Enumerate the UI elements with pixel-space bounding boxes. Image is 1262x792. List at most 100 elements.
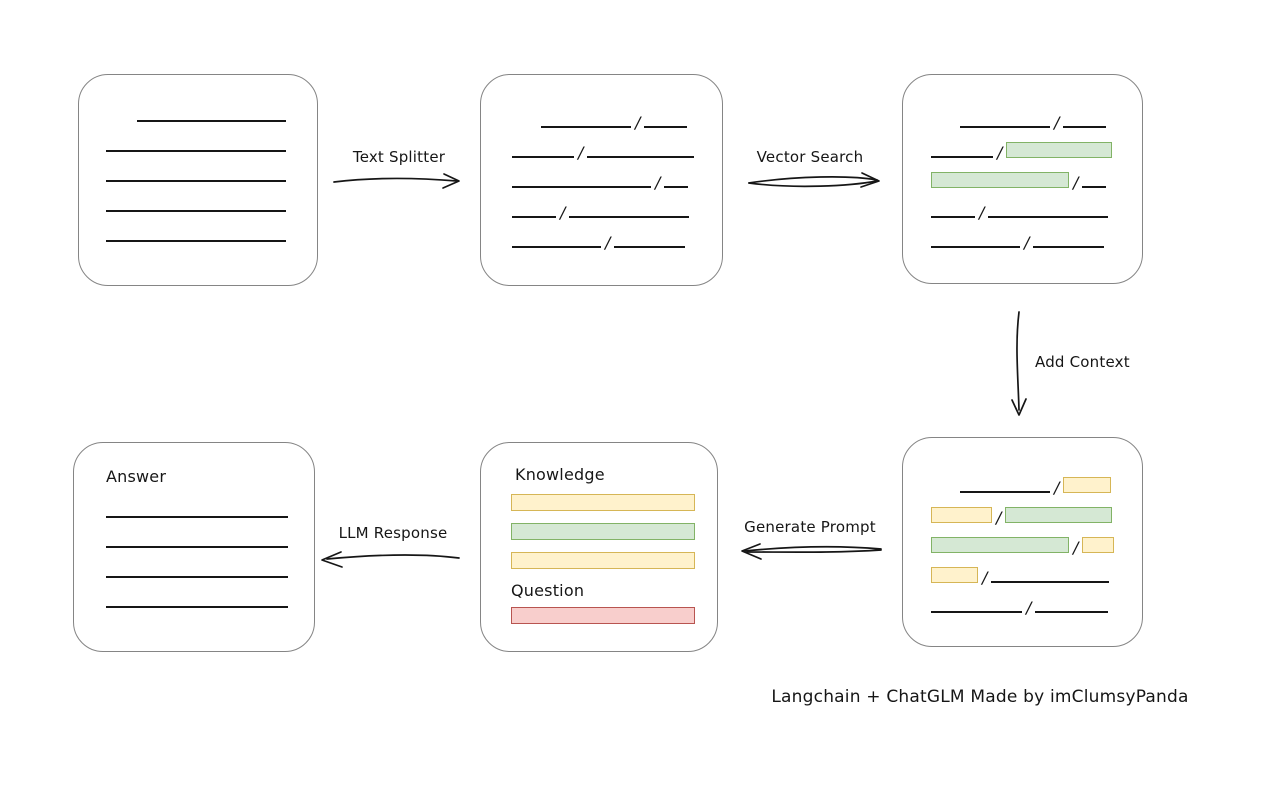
chunk-yellow [1082,537,1115,553]
prompt-box: Knowledge Question [480,442,718,652]
answer-lines [106,486,314,608]
slash-separator: / [578,143,584,162]
vector-search-label: Vector Search [756,148,864,166]
chunk-yellow [931,567,978,583]
yellow-bar [511,552,695,569]
chunk-yellow [1063,477,1112,493]
text-line-segment [1082,186,1107,188]
text-line [106,180,286,182]
chunk-row: / [931,506,1142,527]
slash-separator: / [635,113,641,132]
text-line [106,210,286,212]
slash-separator: / [1073,538,1079,557]
text-line-segment [512,156,574,158]
text-line-segment [1035,611,1109,613]
context-chunks-box: / / / / / [902,437,1143,647]
slash-separator: / [1054,478,1060,497]
text-line-segment [991,581,1110,583]
slash-separator: / [982,568,988,587]
chunk-row: / [960,476,1142,497]
slash-separator: / [996,508,1002,527]
slash-separator: / [605,233,611,252]
chunk-row: / [931,536,1142,557]
chunk-row: / [512,141,722,162]
chunk-row: / [931,596,1142,617]
add-context-label: Add Context [1035,353,1130,371]
yellow-bar [511,494,695,511]
chunk-yellow [931,507,992,523]
chunk-green [931,537,1069,553]
text-line-segment [614,246,686,248]
slash-separator: / [1054,113,1060,132]
generate-prompt-arrow [741,543,882,560]
add-context-arrow [1011,311,1027,416]
text-line [106,546,288,548]
text-line [106,516,288,518]
chunk-green [1005,507,1113,523]
knowledge-label: Knowledge [515,465,605,484]
text-line-segment [960,491,1050,493]
chunk-row: / [541,111,722,132]
slash-separator: / [655,173,661,192]
text-line-segment [931,156,993,158]
red-bar [511,607,695,624]
chunk-row: / [512,171,722,192]
chunk-row: / [512,201,722,222]
slash-separator: / [560,203,566,222]
chunk-green [931,172,1069,188]
split-chunk-rows: / / / / / [481,75,722,252]
text-line-segment [960,126,1050,128]
document-lines [79,75,317,242]
text-line-segment [931,246,1020,248]
context-chunk-rows: / / / / / [903,438,1142,617]
chunk-row: / [931,141,1142,162]
matched-chunks-box: / / / / / [902,74,1143,284]
text-line [106,240,286,242]
text-line [137,120,286,122]
text-line [106,150,286,152]
text-line [106,606,288,608]
matched-chunk-rows: / / / / / [903,75,1142,252]
llm-response-arrow [321,551,460,568]
generate-prompt-label: Generate Prompt [744,518,876,536]
answer-box: Answer [73,442,315,652]
question-bars [511,607,717,624]
slash-separator: / [1024,233,1030,252]
document-box [78,74,318,286]
text-line [106,576,288,578]
text-line-segment [569,216,690,218]
text-line-segment [931,216,975,218]
text-line-segment [512,186,651,188]
text-line-segment [931,611,1022,613]
slash-separator: / [1073,173,1079,192]
slash-separator: / [997,143,1003,162]
chunk-row: / [931,171,1142,192]
chunk-row: / [931,201,1142,222]
text-splitter-arrow [333,173,460,189]
text-line-segment [512,246,601,248]
chunk-row: / [960,111,1142,132]
text-line-segment [512,216,556,218]
chunk-green [1006,142,1113,158]
diagram-caption: Langchain + ChatGLM Made by imClumsyPand… [771,687,1189,707]
text-line-segment [587,156,695,158]
text-line-segment [1033,246,1105,248]
text-splitter-label: Text Splitter [352,148,446,166]
slash-separator: / [979,203,985,222]
text-line-segment [664,186,689,188]
chunk-row: / [931,566,1142,587]
text-line-segment [988,216,1109,218]
text-line-segment [644,126,688,128]
answer-label: Answer [106,467,167,486]
question-label: Question [511,581,585,600]
knowledge-bars [511,494,717,569]
chunk-row: / [512,231,722,252]
chunk-row: / [931,231,1142,252]
green-bar [511,523,695,540]
text-line-segment [1063,126,1107,128]
split-chunks-box: / / / / / [480,74,723,286]
vector-search-arrow [748,172,880,188]
llm-response-label: LLM Response [338,524,448,542]
slash-separator: / [1026,598,1032,617]
